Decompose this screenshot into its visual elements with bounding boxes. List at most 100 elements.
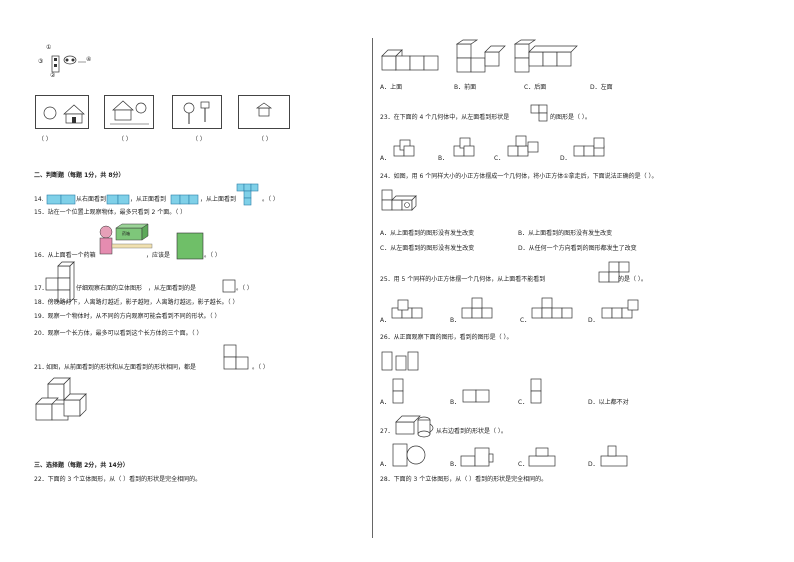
q27-shape-c — [528, 446, 556, 472]
q24-opt-a: A．从上面看到的图形没有发生改变 — [380, 230, 475, 237]
q26-shape-b — [462, 388, 492, 407]
q27-opt-d: D． — [588, 461, 599, 468]
q23-solid-b — [452, 136, 480, 164]
q21-num: 21． — [34, 364, 48, 371]
q24-text: 24．如图，用 6 个同样大小的小正方体摆成一个几何体，将小正方体①拿走后，下面… — [380, 173, 658, 180]
q25-opt-a: A． — [380, 317, 391, 324]
q27-solid — [394, 414, 438, 442]
q25-opt-d: D． — [588, 317, 599, 324]
q22-solid-b — [455, 39, 506, 80]
q26-shape-c — [530, 378, 542, 408]
q24-opt-b: B．从上面看到的图形没有发生改变 — [518, 230, 613, 237]
q14-num: 14. — [34, 196, 44, 203]
q26-text: 26．从正面观察下面的图形，看到的图形是（ ）。 — [380, 334, 513, 341]
q17-caption: 仔细观察右面的立体图形 — [76, 285, 143, 292]
q25-opt-b: B． — [450, 317, 461, 324]
q27-num: 27． — [380, 428, 394, 435]
q27-shape-d — [600, 444, 628, 472]
q23-opt-a: A． — [380, 155, 391, 162]
q26-opt-c: C． — [518, 399, 529, 406]
q26-shape-a — [392, 378, 404, 408]
label-1: ① — [46, 44, 52, 51]
q23-solid-a — [392, 136, 418, 164]
photo-answer-3: （ ） — [192, 136, 206, 143]
q16-answer-shape — [176, 232, 204, 264]
q28: 28．下面的 3 个立体图形，从（ ）看到的形状是完全相同的。 — [380, 476, 548, 483]
q27-shape-b — [460, 446, 496, 472]
q25-solid-d — [600, 296, 640, 326]
q25-end: 的是（ ）。 — [618, 276, 647, 283]
q17-num: 17． — [34, 285, 48, 292]
q23-solid-c — [506, 134, 542, 164]
q22-opt-b: B．前面 — [454, 84, 477, 91]
q14-top-view — [236, 183, 260, 211]
q18: 18．傍晚路灯下，人离路灯越近，影子越短，人离路灯越远，影子越长。（ ） — [34, 299, 239, 306]
q27-opt-c: C． — [518, 461, 529, 468]
q25-solid-c — [530, 294, 574, 326]
q16-mid: ，应该是 — [146, 252, 171, 259]
q25-solid-b — [460, 296, 500, 326]
photo-frame-4 — [238, 95, 290, 129]
q14-front-view — [106, 190, 130, 209]
section3-title: 三、选择题（每题 2分，共 14分） — [34, 462, 129, 469]
q24-solid — [380, 186, 420, 224]
label-3: ③ — [38, 58, 44, 65]
section2-title: 二、判断题（每题 1分，共 8分） — [34, 172, 125, 179]
q22-solid-a — [380, 44, 440, 78]
q27-opt-b: B． — [450, 461, 461, 468]
q19: 19．观察一个物体时，从不同的方向观察可能会看到不同的形状。（ ） — [34, 313, 221, 320]
q17-paren: 。（ ） — [236, 285, 253, 292]
label-2: ② — [50, 72, 56, 79]
q27-text: 从右边看到的形状是（ ）。 — [436, 428, 507, 435]
q26-opt-b: B． — [450, 399, 461, 406]
q25-solid-a — [390, 296, 426, 326]
label-4: ④ — [86, 56, 92, 63]
q21-paren: 。（ ） — [252, 364, 269, 371]
q23-opt-b: B． — [438, 155, 449, 162]
q21-text: 如图，从前面看到的形状和从左面看到的形状相同，都是 — [46, 364, 197, 371]
q22-opt-c: C．后面 — [524, 84, 547, 91]
q24-opt-c: C．从左面看到的图形没有发生改变 — [380, 245, 475, 252]
q23-solid-d — [572, 136, 612, 164]
q22: 22．下面的 3 个立体图形，从（ ）看到的形状是完全相同的。 — [34, 476, 202, 483]
q23-text: 23．在下面的 4 个几何体中，从左面看到形状是 — [380, 114, 510, 121]
q14-right-view — [46, 190, 76, 209]
girl-with-medicine-box: 药箱 — [94, 222, 154, 266]
medicine-box-label: 药箱 — [122, 231, 130, 236]
q17-answer-shape — [222, 278, 236, 297]
q15: 15．站在一个位置上观察物体，最多只看到 2 个面。（ ） — [34, 209, 187, 216]
q23-end: 的图形是（ ）。 — [550, 114, 591, 121]
q23-shape — [530, 104, 548, 126]
q27-opt-a: A． — [380, 461, 391, 468]
q14-c: ，从上面看到 — [200, 196, 237, 203]
q16-text: 16．从上面看一个药箱 — [34, 252, 96, 259]
q16-paren: 。（ ） — [204, 252, 221, 259]
q22-opt-d: D．左面 — [590, 84, 613, 91]
q22-opt-a: A．上面 — [380, 84, 403, 91]
q21-solid — [34, 377, 90, 430]
photo-answer-1: （ ） — [38, 136, 52, 143]
q26-opt-d: D．以上都不对 — [588, 399, 629, 406]
q23-opt-c: C． — [494, 155, 505, 162]
q25-shape — [598, 260, 632, 288]
photo-frame-1 — [35, 95, 89, 129]
q26-opt-a: A． — [380, 399, 391, 406]
q26-solid — [380, 346, 420, 378]
q25-opt-c: C． — [520, 317, 531, 324]
q14-d: 。（ ） — [262, 196, 279, 203]
q14-a: 从右面看到 — [76, 196, 107, 203]
q17-text: ，从左面看到的是 — [148, 285, 197, 292]
column-divider — [372, 38, 373, 538]
q22-solid-c — [513, 39, 578, 80]
q25-text: 25．用 5 个同样的小正方体摆一个几何体，从上面看不能看到 — [380, 276, 546, 283]
q14-b: ，从正面看到 — [130, 196, 167, 203]
q23-opt-d: D． — [560, 155, 571, 162]
photo-answer-2: （ ） — [118, 136, 132, 143]
q24-opt-d: D．从任何一个方向看到的图形都发生了改变 — [518, 245, 637, 252]
q14-front-view-2 — [170, 190, 200, 209]
q17-solid — [44, 261, 78, 308]
photo-frame-2 — [104, 95, 154, 129]
photo-answer-4: （ ） — [258, 136, 272, 143]
q20: 20．观察一个长方体，最多可以看到这个长方体的三个面。（ ） — [34, 330, 203, 337]
q27-shape-a — [392, 442, 426, 472]
